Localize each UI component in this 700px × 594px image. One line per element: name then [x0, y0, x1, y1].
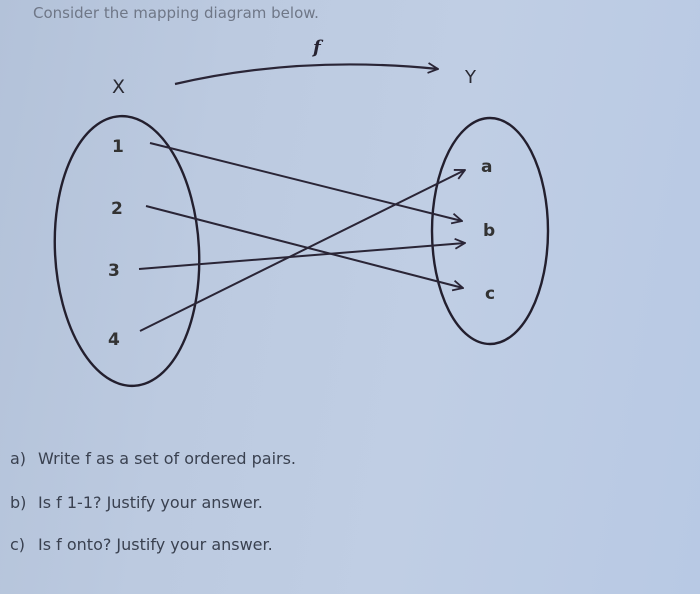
mapping-diagram: f X Y 1 2 3 4 a b c: [53, 37, 550, 388]
question-a-label: a): [10, 449, 27, 468]
question-b-text: Is f 1-1? Justify your answer.: [38, 493, 263, 512]
question-b: b) Is f 1-1? Justify your answer.: [10, 493, 263, 512]
mapping-arrow-2-to-c: [145, 205, 463, 288]
prompt-text: Consider the mapping diagram below.: [33, 4, 319, 22]
codomain-label: Y: [464, 67, 477, 88]
domain-element-3: 3: [108, 261, 120, 281]
domain-label: X: [112, 76, 125, 98]
mapping-arrow-3-to-b: [138, 243, 465, 270]
mapping-arrow-4-to-a: [139, 170, 465, 332]
question-a: a) Write f as a set of ordered pairs.: [10, 449, 296, 468]
domain-ellipse: [53, 114, 201, 388]
codomain-ellipse: [430, 116, 550, 346]
function-arrow: [174, 64, 438, 86]
function-label: f: [311, 37, 324, 58]
domain-element-2: 2: [111, 199, 123, 219]
question-c: c) Is f onto? Justify your answer.: [10, 535, 273, 554]
mapping-arrow-1-to-b: [149, 142, 462, 221]
codomain-element-a: a: [481, 157, 492, 177]
question-b-label: b): [10, 493, 27, 512]
question-a-text: Write f as a set of ordered pairs.: [38, 449, 297, 468]
codomain-element-b: b: [483, 221, 495, 241]
question-c-text: Is f onto? Justify your answer.: [38, 535, 273, 554]
question-c-label: c): [10, 535, 26, 554]
domain-element-4: 4: [108, 330, 120, 350]
codomain-element-c: c: [485, 284, 495, 304]
domain-element-1: 1: [112, 137, 124, 157]
